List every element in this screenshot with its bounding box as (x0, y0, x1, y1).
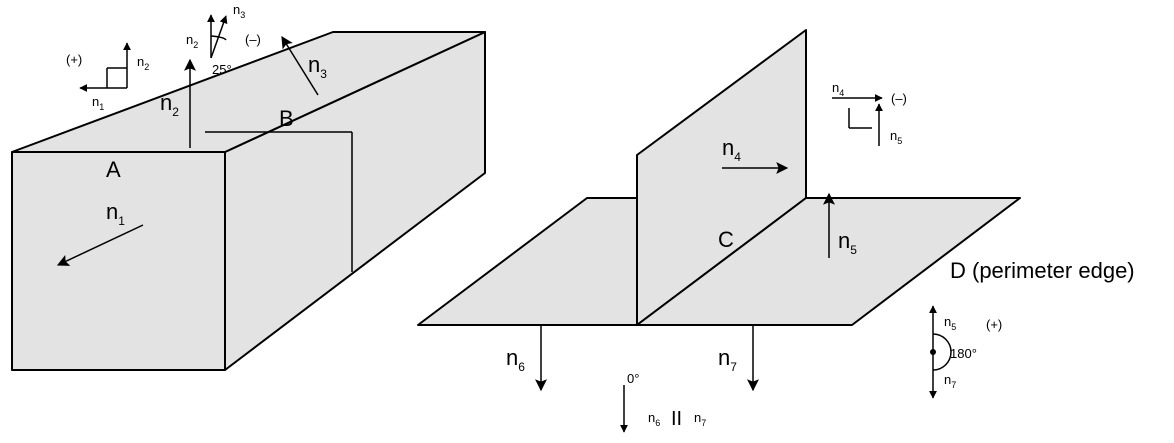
box-front-face (11, 151, 226, 371)
parallel-indicator: 0° n6 II n7 (620, 371, 706, 433)
edge-c-label: C (718, 227, 734, 252)
inset-angle-180-indicator: n5 (+) 180° n7 (929, 305, 1002, 399)
angle-25-label: 25° (212, 62, 232, 77)
n1-label: n1 (106, 199, 125, 228)
angle-0-label: 0° (627, 371, 639, 386)
angle-180-label: 180° (950, 346, 977, 361)
box-solid (11, 31, 486, 371)
inset-convex-indicator: (+) n2 n1 (66, 42, 149, 112)
inset-minus-sign-right: (–) (891, 91, 907, 106)
inset-n2-small-label: n2 (186, 32, 198, 50)
inset-n4-label: n4 (832, 80, 844, 98)
n5-label: n5 (838, 228, 857, 257)
plate-with-fin (417, 29, 1021, 326)
inset-plus-sign-right: (+) (986, 317, 1002, 332)
plate-right-half (636, 197, 1021, 326)
n4-label: n4 (722, 135, 741, 164)
angle-25-arc (210, 35, 227, 41)
edge-b-label: B (279, 106, 294, 131)
parallel-symbol: II (671, 408, 682, 430)
inset-n5-label: n5 (890, 128, 902, 146)
n6-label: n6 (506, 345, 525, 374)
inset-plus-sign: (+) (66, 52, 82, 67)
inset-angle-25-indicator: n3 n2 (–) 25° (186, 2, 261, 77)
n1-arrow (56, 224, 144, 266)
inset-n2-label: n2 (137, 54, 149, 72)
parallel-n6-label: n6 (648, 410, 660, 428)
angle-180-arc (932, 333, 952, 371)
n7-label: n7 (718, 345, 737, 374)
inset-n3-label: n3 (233, 2, 245, 20)
edge-d-label: D (perimeter edge) (950, 258, 1135, 283)
inset-180-pivot (930, 349, 936, 355)
n3-arrow (281, 35, 319, 96)
inset-180-n7-label: n7 (944, 372, 956, 390)
inset-minus-sign: (–) (245, 32, 261, 47)
n3-label: n3 (308, 52, 327, 81)
inset-180-n5-label: n5 (944, 314, 956, 332)
edge-a-label: A (106, 157, 121, 182)
inset-n1-label: n1 (92, 94, 104, 112)
n2-label: n2 (160, 90, 179, 119)
inset-concave-indicator: n4 (–) n5 (832, 80, 907, 146)
parallel-n7-label: n7 (694, 410, 706, 428)
